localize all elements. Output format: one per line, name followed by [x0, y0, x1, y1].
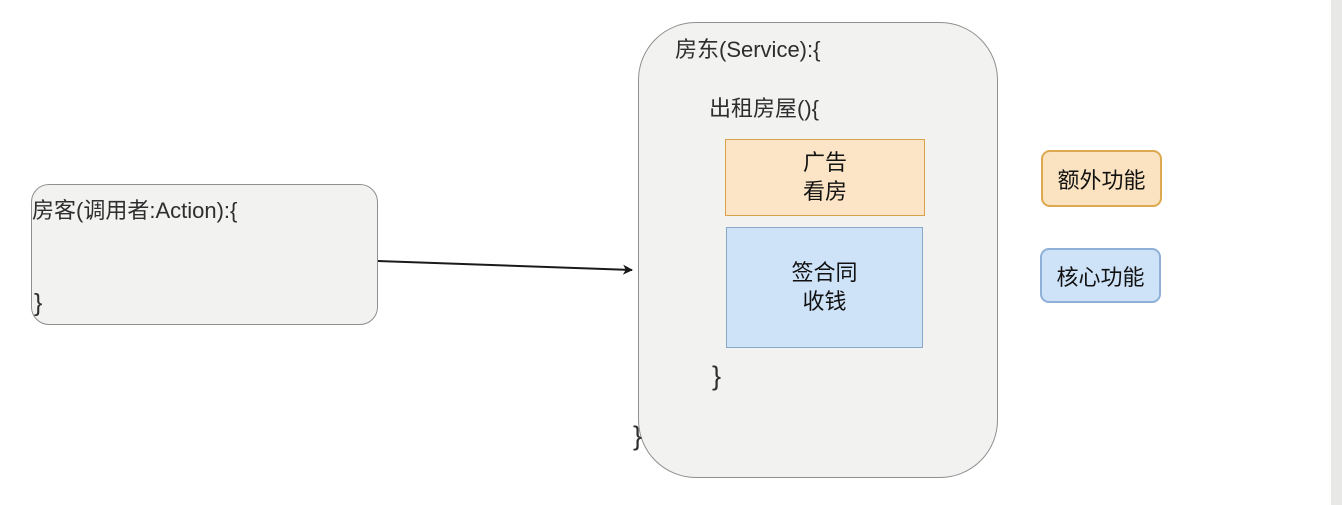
- caller-box-title: 房客(调用者:Action):{: [32, 198, 238, 223]
- legend-core-function: 核心功能: [1040, 248, 1161, 303]
- legend-extra-label: 额外功能: [1057, 167, 1146, 193]
- core-function-line1: 签合同: [791, 259, 858, 285]
- legend-core-label: 核心功能: [1056, 264, 1145, 290]
- service-box: 房东(Service):{ 出租房屋(){ 广告 看房 签合同 收钱 } }: [633, 22, 998, 478]
- caller-to-service-arrow: [377, 260, 633, 275]
- service-box-title: 房东(Service):{: [675, 37, 821, 62]
- service-closing-brace: }: [633, 421, 643, 451]
- extra-function-block: 广告 看房: [725, 139, 925, 216]
- core-function-line2: 收钱: [802, 288, 847, 314]
- legend-extra-function: 额外功能: [1041, 150, 1162, 207]
- extra-function-line1: 广告: [802, 149, 847, 175]
- extra-function-line2: 看房: [802, 178, 847, 204]
- scrollbar-track[interactable]: [1331, 0, 1342, 505]
- service-method-signature: 出租房屋(){: [709, 96, 820, 121]
- core-function-block: 签合同 收钱: [726, 227, 923, 348]
- method-closing-brace: }: [712, 361, 722, 391]
- caller-box-closing-brace: }: [34, 289, 43, 317]
- caller-box: 房客(调用者:Action):{ }: [31, 184, 378, 325]
